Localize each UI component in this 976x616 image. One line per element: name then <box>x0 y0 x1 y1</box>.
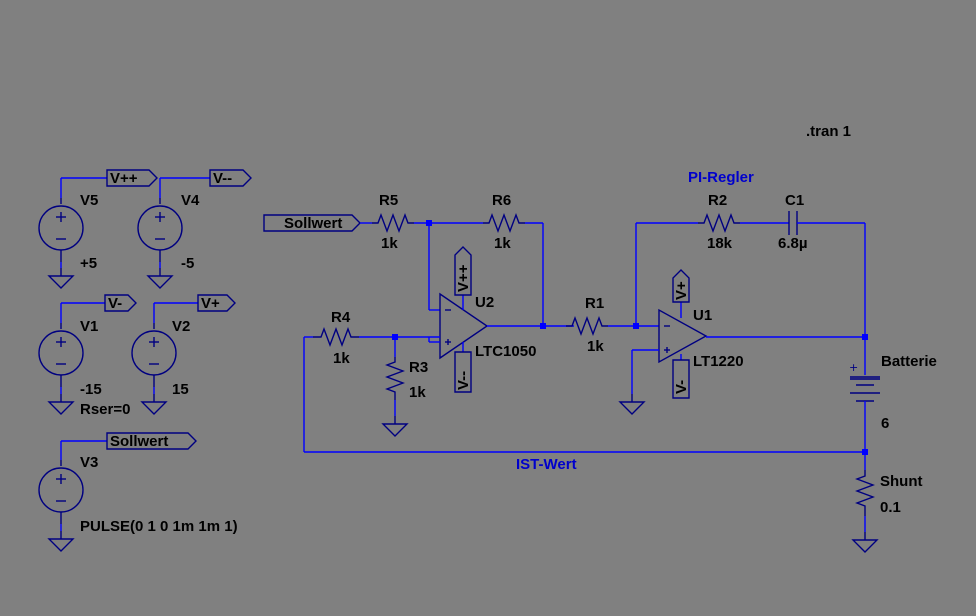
source-v1[interactable]: V1 -15 Rser=0 <box>38 302 130 418</box>
r6-value: 1k <box>494 235 511 252</box>
opamp-u1[interactable]: U1 LT1220 <box>658 302 744 370</box>
v1-value: -15 <box>80 381 102 398</box>
r6-name: R6 <box>492 192 511 209</box>
v1-rser: Rser=0 <box>80 401 130 418</box>
v2-name: V2 <box>172 318 190 335</box>
net-flag-vmm-u2 <box>454 351 472 393</box>
r5-value: 1k <box>381 235 398 252</box>
net-sollwert-label-src: Sollwert <box>110 433 168 450</box>
ist-wert-label: IST-Wert <box>516 456 577 473</box>
net-flag-vp-u1 <box>672 269 690 303</box>
resistor-r2[interactable]: R2 18k <box>698 192 740 252</box>
r4-name: R4 <box>331 309 351 326</box>
u1-model: LT1220 <box>693 353 744 370</box>
c1-value: 6.8µ <box>778 235 808 252</box>
c1-name: C1 <box>785 192 804 209</box>
net-vp-label: V+ <box>201 295 220 312</box>
battery-value: 6 <box>881 415 889 432</box>
opamp-u2[interactable]: U2 LTC1050 <box>439 292 536 360</box>
resistor-r4[interactable]: R4 1k <box>313 309 359 367</box>
u1-vm-label: V- <box>673 380 690 394</box>
battery-batterie[interactable]: + Batterie 6 <box>849 353 937 432</box>
tran-directive: .tran 1 <box>806 123 851 140</box>
resistor-r5[interactable]: R5 1k <box>372 192 414 252</box>
v3-value: PULSE(0 1 0 1m 1m 1) <box>80 518 238 535</box>
resistor-r3[interactable]: R3 1k <box>382 337 428 437</box>
source-v3[interactable]: V3 PULSE(0 1 0 1m 1m 1) <box>38 440 238 552</box>
resistor-shunt[interactable]: Shunt 0.1 <box>852 470 923 553</box>
battery-name: Batterie <box>881 353 937 370</box>
net-sollwert-label-input: Sollwert <box>284 215 342 232</box>
source-v2[interactable]: V2 15 <box>131 302 198 415</box>
source-v5[interactable]: V5 +5 <box>38 177 107 289</box>
net-label-vpp-top: V++ <box>106 169 158 187</box>
r3-value: 1k <box>409 384 426 401</box>
v5-name: V5 <box>80 192 98 209</box>
u1-vp-label: V+ <box>673 281 690 300</box>
v4-value: -5 <box>181 255 194 272</box>
u2-name: U2 <box>475 294 494 311</box>
net-label-vm-top: V- <box>104 294 137 312</box>
r2-name: R2 <box>708 192 727 209</box>
capacitor-c1[interactable]: C1 6.8µ <box>778 192 808 252</box>
r4-value: 1k <box>333 350 350 367</box>
net-vm-label: V- <box>108 295 122 312</box>
resistor-r6[interactable]: R6 1k <box>483 192 525 252</box>
v5-value: +5 <box>80 255 97 272</box>
pi-regler-label: PI-Regler <box>688 169 754 186</box>
v2-value: 15 <box>172 381 189 398</box>
net-label-sollwert-input <box>263 214 361 232</box>
net-vpp-label: V++ <box>110 170 138 187</box>
net-flag-vm-u1 <box>672 359 690 399</box>
u2-vpp-label: V++ <box>455 264 472 292</box>
net-label-sollwert-source: Sollwert <box>106 432 197 450</box>
shunt-value: 0.1 <box>880 499 901 516</box>
r1-value: 1k <box>587 338 604 355</box>
resistor-r1[interactable]: R1 1k <box>566 295 608 355</box>
r3-name: R3 <box>409 359 428 376</box>
v1-name: V1 <box>80 318 98 335</box>
r2-value: 18k <box>707 235 733 252</box>
u2-model: LTC1050 <box>475 343 536 360</box>
shunt-name: Shunt <box>880 473 923 490</box>
net-label-vp-top: V+ <box>197 294 236 312</box>
net-label-vmm-top: V-- <box>209 169 252 187</box>
net-vmm-label: V-- <box>213 170 232 187</box>
r5-name: R5 <box>379 192 398 209</box>
v3-name: V3 <box>80 454 98 471</box>
u1-name: U1 <box>693 307 712 324</box>
r1-name: R1 <box>585 295 604 312</box>
v4-name: V4 <box>181 192 200 209</box>
u2-vmm-label: V-- <box>455 371 472 390</box>
net-flag-vpp-u2 <box>454 246 472 296</box>
source-v4[interactable]: V4 -5 <box>137 177 210 289</box>
svg-text:+: + <box>849 361 858 374</box>
